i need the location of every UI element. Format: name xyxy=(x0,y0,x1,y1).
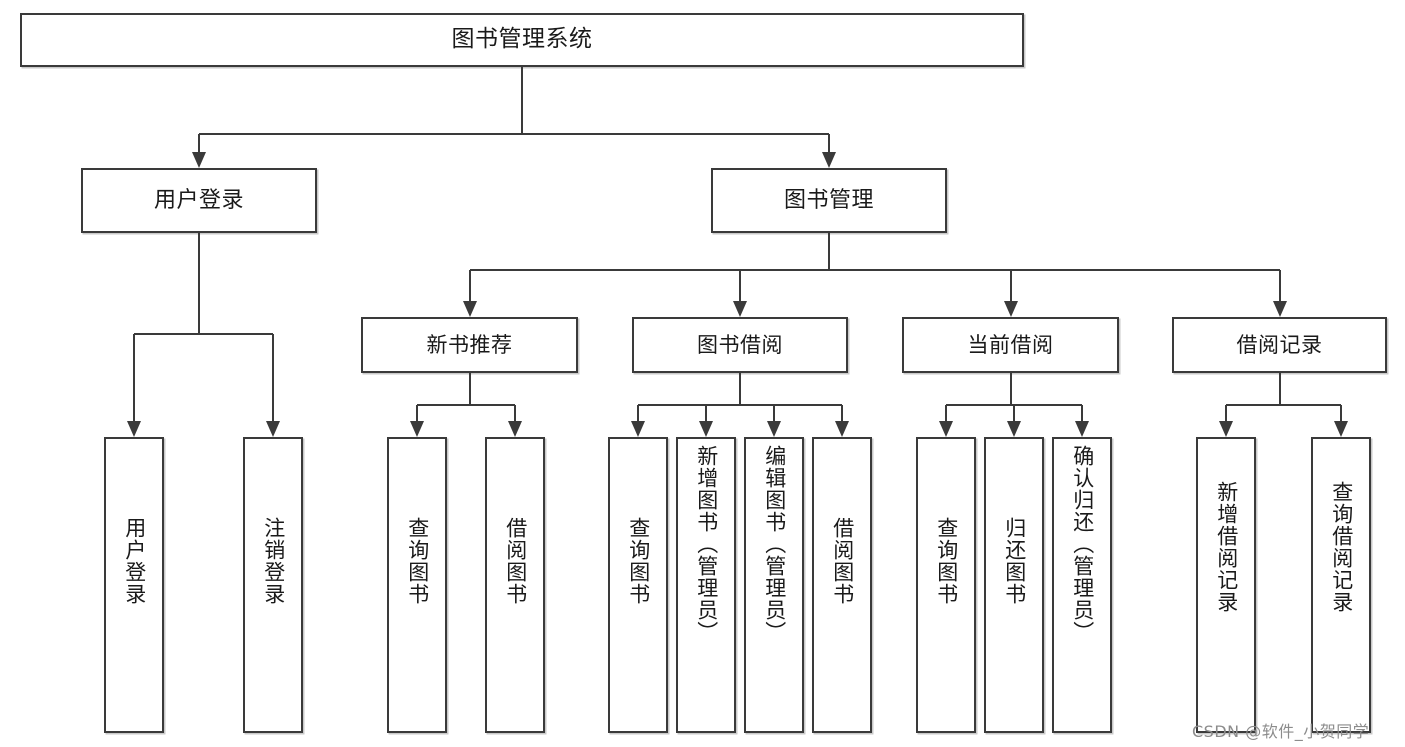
node-label: 查询借阅记录 xyxy=(1329,481,1354,613)
edge-horizontal xyxy=(417,404,515,406)
edge-vertical xyxy=(945,405,947,421)
edge-vertical xyxy=(133,334,135,421)
node-leaf-confirm-return-admin[interactable]: 确认归还（管理员） xyxy=(1052,437,1112,733)
edge-vertical xyxy=(1009,270,1012,301)
edge-vertical xyxy=(1278,270,1281,301)
edge-vertical xyxy=(705,405,707,421)
node-leaf-query-book-new-recommendation[interactable]: 查询图书 xyxy=(387,437,447,733)
arrowhead-icon xyxy=(508,421,522,437)
arrowhead-icon xyxy=(1272,301,1287,317)
edge-vertical xyxy=(1225,405,1227,421)
node-user-login[interactable]: 用户登录 xyxy=(81,168,317,233)
watermark-text: CSDN @软件_小贺同学 xyxy=(1192,722,1370,741)
edge-vertical xyxy=(637,405,639,421)
node-current-borrowing[interactable]: 当前借阅 xyxy=(902,317,1119,373)
arrowhead-icon xyxy=(1334,421,1348,437)
edge-vertical xyxy=(773,405,775,421)
node-label: 用户登录 xyxy=(122,517,147,605)
edge-vertical xyxy=(1009,373,1012,405)
node-label: 新增借阅记录 xyxy=(1214,481,1239,613)
edge-vertical xyxy=(272,334,274,421)
edge-vertical xyxy=(841,405,843,421)
node-label: 借阅记录 xyxy=(1236,332,1323,357)
arrowhead-icon xyxy=(767,421,781,437)
node-label: 图书管理 xyxy=(783,187,874,213)
arrowhead-icon xyxy=(939,421,953,437)
edge-vertical xyxy=(1013,405,1015,421)
node-label: 查询图书 xyxy=(934,517,959,605)
node-root-book-management-system[interactable]: 图书管理系统 xyxy=(20,13,1024,67)
node-label: 查询图书 xyxy=(405,517,430,605)
node-label: 归还图书 xyxy=(1002,517,1027,605)
edge-vertical xyxy=(468,270,471,301)
arrowhead-icon xyxy=(192,152,206,168)
arrowhead-icon xyxy=(410,421,424,437)
node-label: 当前借阅 xyxy=(967,332,1054,357)
edge-vertical xyxy=(514,405,516,421)
arrowhead-icon xyxy=(266,421,280,437)
node-leaf-borrow-book-new-recommendation[interactable]: 借阅图书 xyxy=(485,437,545,733)
node-leaf-query-borrow-record[interactable]: 查询借阅记录 xyxy=(1311,437,1371,733)
arrowhead-icon xyxy=(733,301,747,317)
edge-vertical xyxy=(468,373,471,405)
node-leaf-query-book-current[interactable]: 查询图书 xyxy=(916,437,976,733)
node-label: 注销登录 xyxy=(261,517,286,605)
edge-vertical xyxy=(521,67,523,134)
node-leaf-borrow-book-borrowing[interactable]: 借阅图书 xyxy=(812,437,872,733)
node-book-borrowing[interactable]: 图书借阅 xyxy=(632,317,848,373)
node-leaf-return-book[interactable]: 归还图书 xyxy=(984,437,1044,733)
edge-vertical xyxy=(828,233,830,270)
node-borrowing-records[interactable]: 借阅记录 xyxy=(1172,317,1387,373)
node-label: 新书推荐 xyxy=(426,332,513,357)
edge-horizontal xyxy=(1226,404,1341,406)
node-new-book-recommendation[interactable]: 新书推荐 xyxy=(361,317,578,373)
arrowhead-icon xyxy=(127,421,141,437)
arrowhead-icon xyxy=(1007,421,1021,437)
arrowhead-icon xyxy=(1003,301,1018,317)
edge-horizontal xyxy=(199,133,829,135)
node-label: 图书借阅 xyxy=(697,332,783,357)
node-label: 查询图书 xyxy=(626,517,651,605)
arrowhead-icon xyxy=(1219,421,1233,437)
edge-vertical xyxy=(739,373,741,405)
node-label: 新增图书（管理员） xyxy=(694,445,719,643)
arrowhead-icon xyxy=(699,421,713,437)
arrowhead-icon xyxy=(835,421,849,437)
node-label: 借阅图书 xyxy=(830,517,855,605)
node-label: 图书管理系统 xyxy=(451,26,593,53)
node-leaf-edit-book-admin[interactable]: 编辑图书（管理员） xyxy=(744,437,804,733)
edge-vertical xyxy=(1081,405,1083,421)
node-label: 用户登录 xyxy=(153,187,244,213)
node-book-management[interactable]: 图书管理 xyxy=(711,168,947,233)
edge-horizontal xyxy=(469,269,1280,271)
edge-vertical xyxy=(1340,405,1342,421)
node-leaf-add-borrow-record[interactable]: 新增借阅记录 xyxy=(1196,437,1256,733)
edge-vertical xyxy=(739,270,741,301)
node-label: 借阅图书 xyxy=(503,517,528,605)
edge-horizontal xyxy=(638,404,842,406)
arrowhead-icon xyxy=(1075,421,1089,437)
node-label: 编辑图书（管理员） xyxy=(762,445,787,643)
edge-vertical xyxy=(416,405,418,421)
node-leaf-logout[interactable]: 注销登录 xyxy=(243,437,303,733)
node-leaf-user-login[interactable]: 用户登录 xyxy=(104,437,164,733)
node-label: 确认归还（管理员） xyxy=(1070,445,1095,643)
edge-vertical xyxy=(198,233,200,334)
edge-vertical xyxy=(198,134,200,152)
edge-vertical xyxy=(828,134,830,152)
arrowhead-icon xyxy=(631,421,645,437)
node-leaf-add-book-admin[interactable]: 新增图书（管理员） xyxy=(676,437,736,733)
node-leaf-query-book-borrowing[interactable]: 查询图书 xyxy=(608,437,668,733)
arrowhead-icon xyxy=(462,301,477,317)
edge-horizontal xyxy=(134,333,273,335)
arrowhead-icon xyxy=(822,152,836,168)
edge-vertical xyxy=(1278,373,1281,405)
